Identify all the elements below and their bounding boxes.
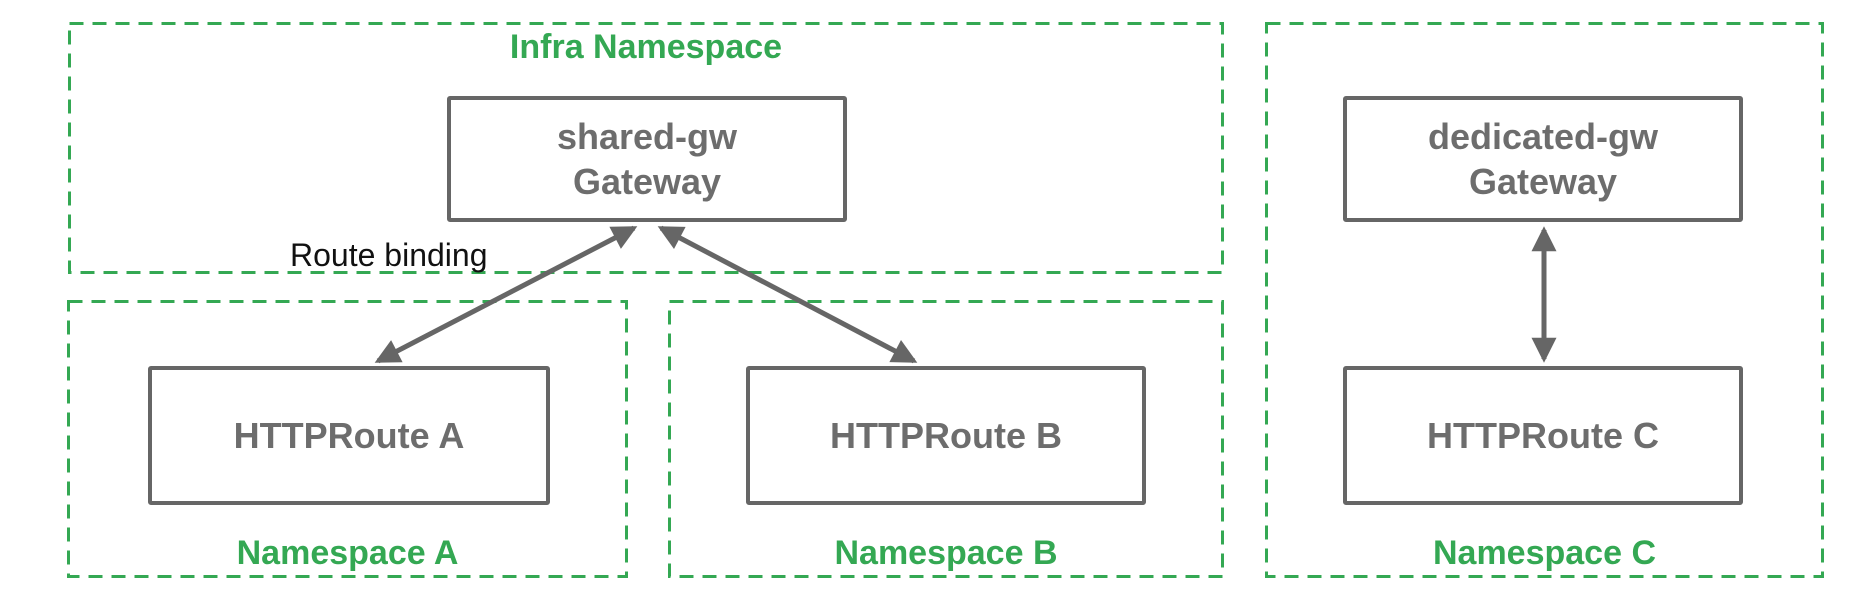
namespace-b-boundary [668, 300, 1224, 578]
httproute-b-label: HTTPRoute B [830, 415, 1062, 456]
httproute-c-label: HTTPRoute C [1427, 415, 1659, 456]
httproute-a-node: HTTPRoute A [148, 366, 550, 505]
dedicated-gw-gateway-node: dedicated-gw Gateway [1343, 96, 1743, 222]
namespace-c-boundary [1265, 22, 1824, 578]
dedicated-gw-name: dedicated-gw [1427, 116, 1659, 157]
httproute-c-node: HTTPRoute C [1343, 366, 1743, 505]
shared-gw-name: shared-gw [556, 116, 738, 157]
route-binding-label: Route binding [290, 237, 488, 273]
dedicated-gw-kind: Gateway [1468, 161, 1618, 202]
infra-namespace-boundary [68, 22, 1224, 274]
namespace-a-label: Namespace A [236, 534, 459, 572]
shared-gw-gateway-node: shared-gw Gateway [447, 96, 847, 222]
shared-gw-kind: Gateway [572, 161, 722, 202]
infra-namespace-label: Infra Namespace [509, 28, 783, 66]
namespace-b-label: Namespace B [834, 534, 1058, 572]
namespace-a-boundary [67, 300, 628, 578]
arrow-shared-gw-to-httproute-a [374, 225, 638, 364]
httproute-b-node: HTTPRoute B [746, 366, 1146, 505]
arrow-shared-gw-to-httproute-b [657, 225, 918, 364]
namespace-c-label: Namespace C [1432, 534, 1656, 572]
httproute-a-label: HTTPRoute A [233, 415, 465, 456]
